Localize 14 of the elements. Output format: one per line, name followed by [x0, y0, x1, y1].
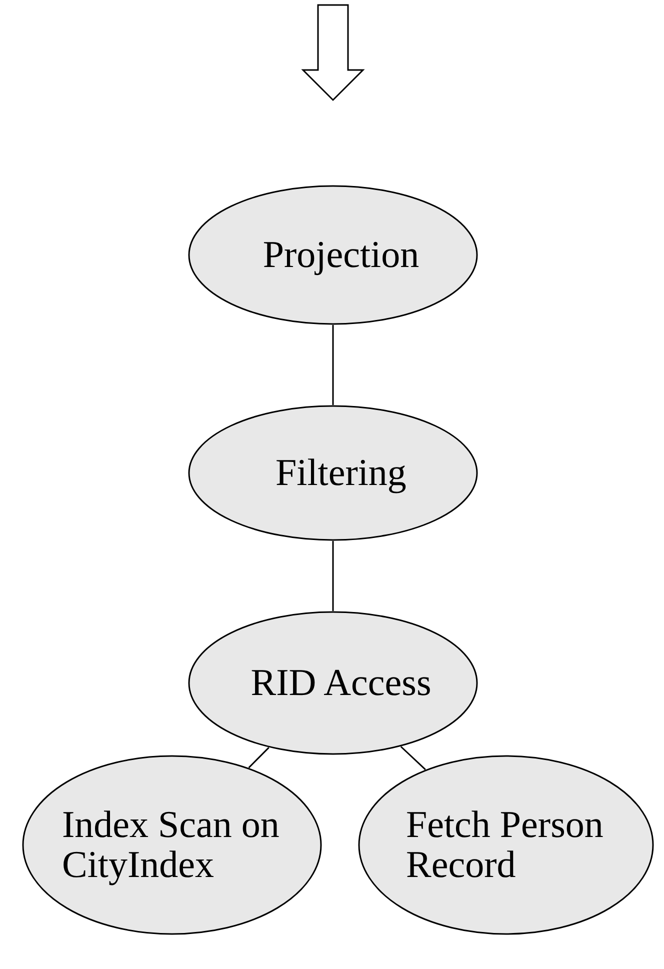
operator-ellipse [188, 611, 478, 755]
operator-ellipse [22, 755, 322, 935]
node-label: RID Access [250, 663, 432, 703]
node-label: Fetch Person Record [406, 805, 604, 885]
connector-line [400, 746, 426, 770]
connector-line [332, 325, 334, 405]
node-label: Projection [262, 235, 420, 275]
connector-line [332, 541, 334, 611]
connector-line [248, 747, 270, 768]
operator-ellipse [188, 405, 478, 541]
node-label: Index Scan on CityIndex [62, 805, 280, 885]
operator-ellipse [358, 755, 654, 935]
node-label: Filtering [276, 453, 406, 493]
operator-ellipse [188, 185, 478, 325]
